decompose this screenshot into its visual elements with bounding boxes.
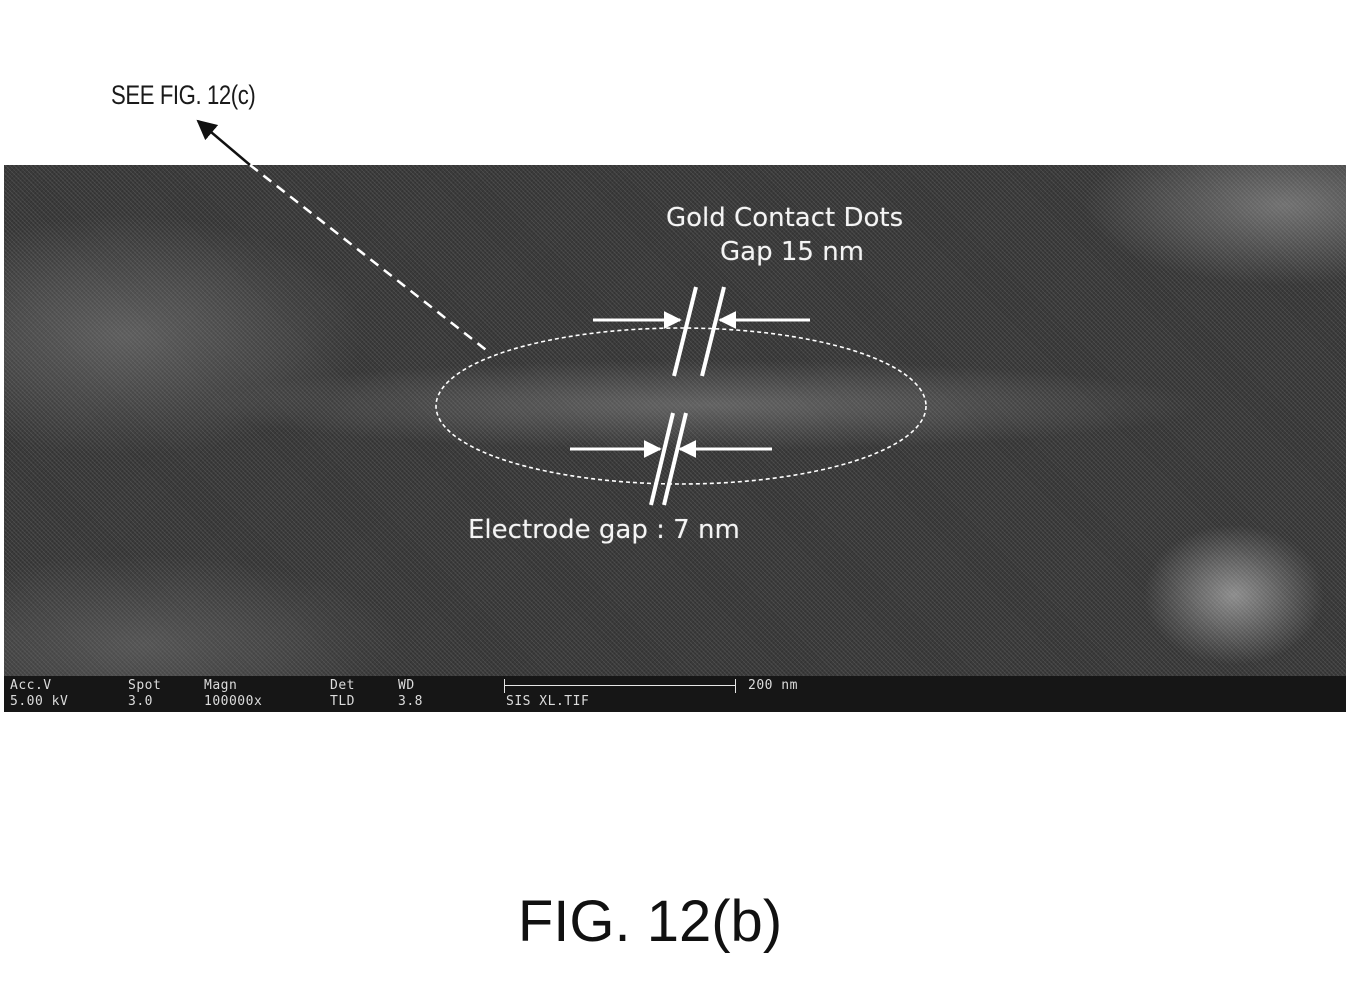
electrode-gap-label: Electrode gap : 7 nm xyxy=(468,515,740,545)
det-header: Det xyxy=(330,678,355,693)
sem-info-bar: Acc.V 5.00 kV Spot 3.0 Magn 100000x Det … xyxy=(4,676,1346,712)
acc-v-header: Acc.V xyxy=(10,678,52,693)
callout-label: SEE FIG. 12(c) xyxy=(111,80,256,110)
acc-v-value: 5.00 kV xyxy=(10,694,69,709)
file-name: SIS XL.TIF xyxy=(506,694,590,709)
spot-value: 3.0 xyxy=(128,694,153,709)
scale-bar xyxy=(504,679,736,693)
magn-header: Magn xyxy=(204,678,238,693)
gold-contact-dots-label: Gold Contact Dots xyxy=(666,203,904,233)
spot-header: Spot xyxy=(128,678,162,693)
wd-value: 3.8 xyxy=(398,694,423,709)
gold-contact-gap-label: Gap 15 nm xyxy=(720,237,865,267)
sem-micrograph: Gold Contact Dots Gap 15 nm Electrode ga… xyxy=(4,165,1346,712)
magn-value: 100000x xyxy=(204,694,263,709)
wd-header: WD xyxy=(398,678,415,693)
callout-leader-line xyxy=(196,119,251,166)
figure-caption: FIG. 12(b) xyxy=(517,889,783,954)
scale-bar-label: 200 nm xyxy=(748,678,798,693)
det-value: TLD xyxy=(330,694,355,709)
